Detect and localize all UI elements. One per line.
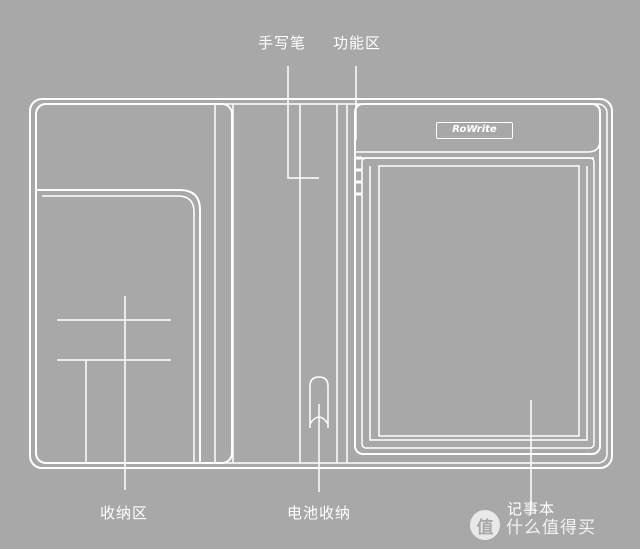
- card-pocket-inner: [42, 195, 195, 463]
- storage-area-label: 收纳区: [100, 504, 149, 522]
- pen-label: 手写笔: [258, 34, 307, 52]
- writing-pad-inner: [378, 165, 580, 437]
- folio-outer-case: [29, 98, 613, 469]
- battery-slot: [309, 376, 329, 428]
- watermark-text: 什么值得买: [506, 517, 596, 538]
- left-panel: [35, 103, 233, 464]
- battery-storage-label: 电池收纳: [287, 504, 352, 522]
- watermark-logo-icon: 值: [470, 510, 500, 540]
- watermark: 值 什么值得买: [470, 510, 638, 540]
- card-pocket: [36, 189, 201, 463]
- pen-leader-line: [287, 66, 319, 179]
- writing-pad-outer: [361, 157, 595, 449]
- function-header: [355, 103, 601, 153]
- notebook-panel: [354, 103, 601, 455]
- writing-pad-frame: [369, 166, 588, 441]
- notebook-label: 记事本: [507, 500, 556, 518]
- function-area-label: 功能区: [333, 34, 382, 52]
- rowrite-logo: RoWrite: [436, 122, 513, 139]
